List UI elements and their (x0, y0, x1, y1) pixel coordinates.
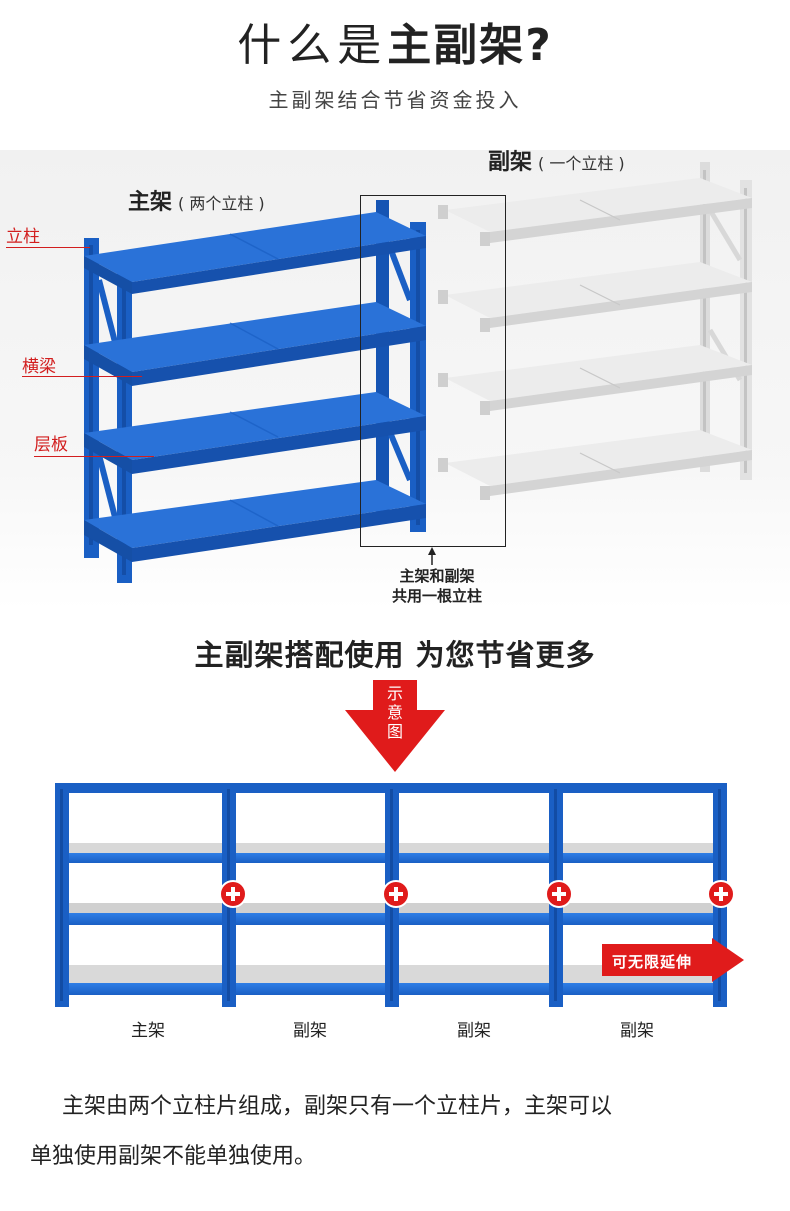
description: 主架由两个立柱片组成，副架只有一个立柱片，主架可以 单独使用副架不能单独使用。 (30, 1082, 760, 1182)
title-bold: 主副架? (387, 20, 553, 71)
callout-shelf-line (34, 456, 154, 457)
bay-label-sub-3: 副架 (620, 1021, 654, 1041)
shared-column-highlight (360, 195, 506, 547)
sub-rack-image (438, 162, 752, 500)
main-rack-note: ( 两个立柱 ) (178, 194, 265, 213)
sub-rack-note: ( 一个立柱 ) (538, 154, 625, 173)
title-light: 什么是 (237, 20, 388, 71)
rack-illustration (84, 162, 752, 583)
bay-label-main: 主架 (131, 1021, 165, 1041)
diagram-arrow-label: 示意图 (386, 684, 403, 741)
rack-row-diagram (55, 783, 735, 1007)
callout-upright-line (6, 247, 90, 248)
page-subtitle: 主副架结合节省资金投入 (268, 88, 522, 112)
page-title: 什么是主副架? (0, 18, 790, 74)
callout-beam: 横梁 (22, 357, 56, 377)
bay-label-sub-2: 副架 (457, 1021, 491, 1041)
callout-beam-line (22, 376, 142, 377)
sub-rack-label: 副架( 一个立柱 ) (488, 150, 625, 175)
shared-column-arrow-icon (428, 547, 436, 565)
main-rack-image (84, 200, 426, 583)
slogan: 主副架搭配使用 为您节省更多 (194, 638, 596, 672)
callout-upright: 立柱 (6, 227, 40, 247)
extend-label: 可无限延伸 (612, 953, 693, 971)
down-arrow-icon (345, 680, 445, 772)
bay-label-sub-1: 副架 (293, 1021, 327, 1041)
extend-arrow-icon (602, 938, 744, 982)
main-rack-label: 主架( 两个立柱 ) (128, 190, 265, 215)
description-line-1: 主架由两个立柱片组成，副架只有一个立柱片，主架可以 (62, 1094, 613, 1119)
shared-column-caption: 主架和副架 共用一根立柱 (391, 567, 482, 605)
callout-shelf: 层板 (34, 435, 68, 455)
plus-icon (219, 880, 735, 908)
description-line-2: 单独使用副架不能单独使用。 (30, 1144, 317, 1169)
